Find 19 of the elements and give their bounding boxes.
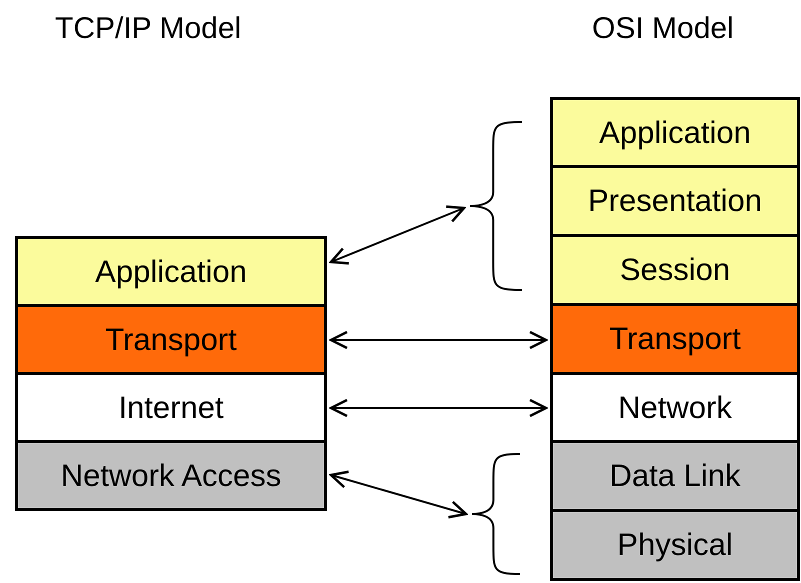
layer-box: Data Link: [550, 440, 800, 512]
curly-brace: [470, 452, 522, 576]
arrow: [330, 205, 466, 265]
arrow: [330, 470, 468, 518]
layer-box: Physical: [550, 509, 800, 581]
layer-box: Presentation: [550, 165, 800, 237]
model-heading: OSI Model: [592, 12, 734, 46]
layer-box: Internet: [15, 372, 327, 443]
layer-box: Application: [15, 236, 327, 307]
layer-box: Network: [550, 372, 800, 443]
layer-box: Transport: [550, 303, 800, 375]
arrow: [330, 330, 548, 350]
arrow: [330, 398, 548, 418]
layer-box: Session: [550, 234, 800, 306]
layer-box: Transport: [15, 304, 327, 375]
layer-box: Network Access: [15, 440, 327, 511]
layer-box: Application: [550, 97, 800, 168]
model-heading: TCP/IP Model: [55, 12, 242, 46]
curly-brace: [468, 120, 524, 292]
